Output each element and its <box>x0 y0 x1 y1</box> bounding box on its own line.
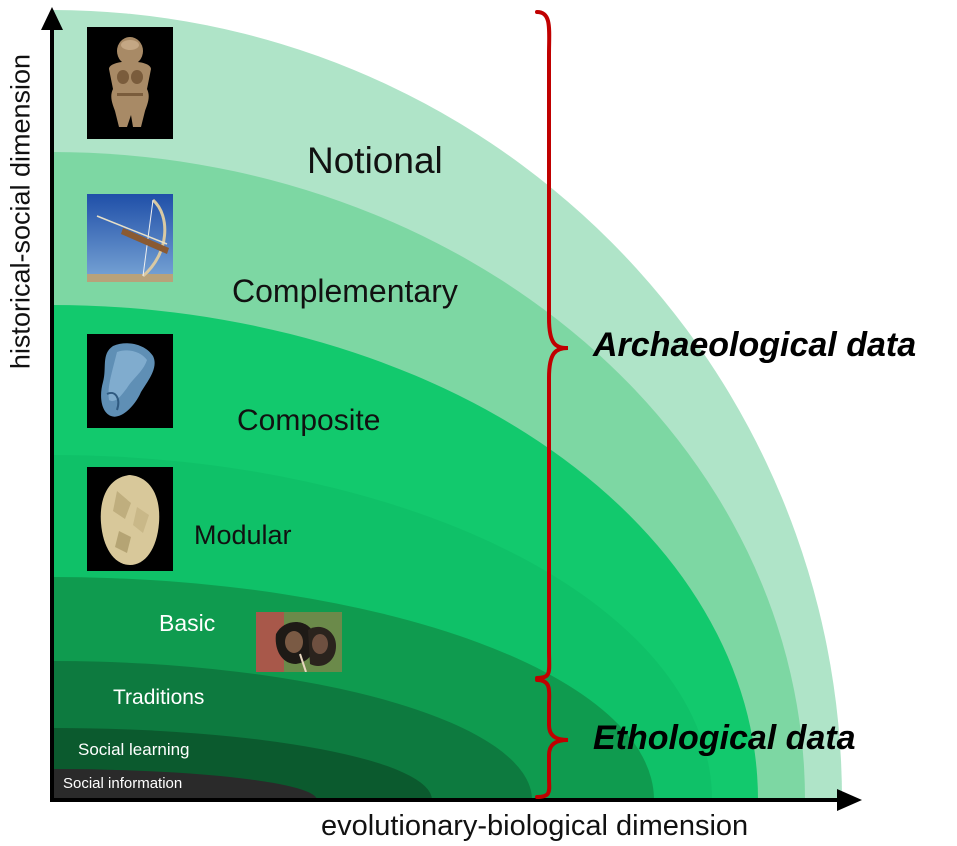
archaeological-data-label: Archaeological data <box>593 326 917 364</box>
ethological-bracket <box>535 678 569 799</box>
layer-social-information <box>52 769 317 800</box>
x-axis-arrow-icon <box>837 789 862 811</box>
x-axis-label: evolutionary-biological dimension <box>321 810 749 842</box>
layer-label-notional: Notional <box>307 140 443 181</box>
venus-figurine-image <box>87 27 173 139</box>
layer-label-modular: Modular <box>194 520 292 550</box>
layer-label-basic: Basic <box>159 610 216 636</box>
bow-and-arrow-image <box>87 194 173 282</box>
layer-label-social-learning: Social learning <box>78 740 190 759</box>
layer-label-composite: Composite <box>237 404 381 437</box>
blade-tool-image <box>87 334 173 428</box>
y-axis-arrow-icon <box>41 7 63 30</box>
archaeological-bracket <box>535 10 569 680</box>
chimpanzee-image <box>256 612 342 672</box>
layer-label-traditions: Traditions <box>113 686 205 709</box>
handaxe-image <box>87 467 173 571</box>
ethological-data-label: Ethological data <box>593 719 856 757</box>
layer-label-social-information: Social information <box>63 775 183 792</box>
y-axis-label: historical-social dimension <box>5 53 36 370</box>
layer-label-complementary: Complementary <box>232 273 458 309</box>
